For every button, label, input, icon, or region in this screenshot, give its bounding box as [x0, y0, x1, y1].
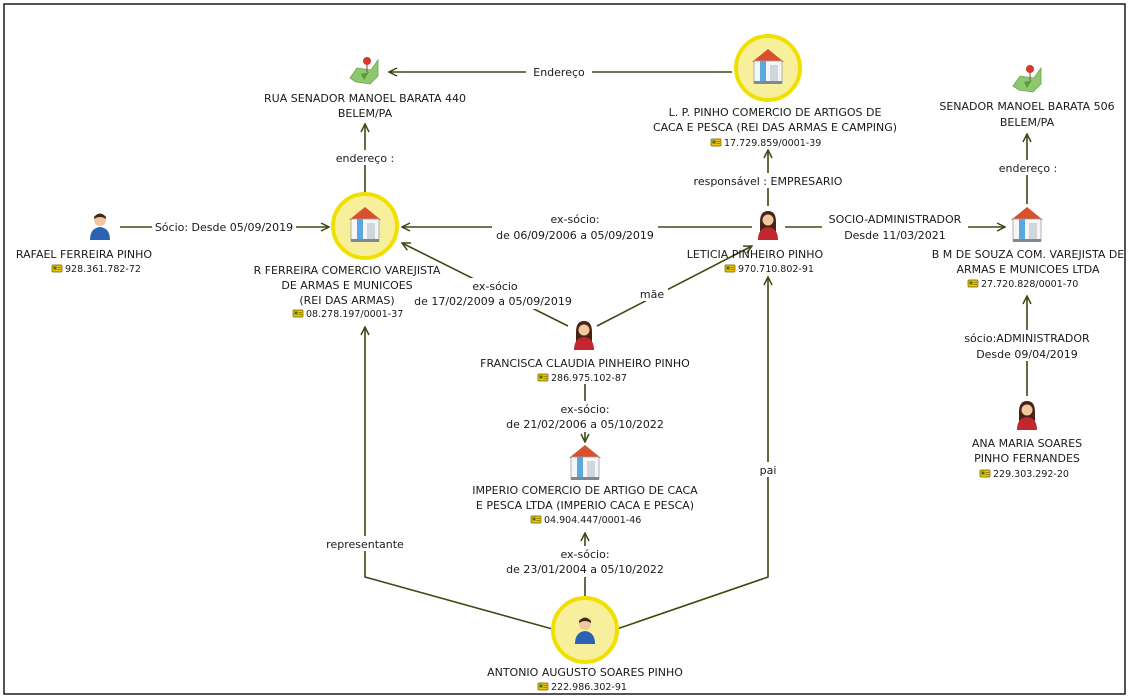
woman-icon — [574, 321, 594, 350]
node-label: BELEM/PA — [338, 107, 393, 120]
edge-label-antonio-imperio-2: de 23/01/2004 a 05/10/2022 — [506, 563, 664, 576]
id-card-icon — [967, 279, 979, 288]
woman-icon — [758, 211, 778, 240]
node-label: FRANCISCA CLAUDIA PINHEIRO PINHO — [480, 357, 690, 370]
node-label: RUA SENADOR MANOEL BARATA 440 — [264, 92, 466, 105]
node-label: BELEM/PA — [1000, 116, 1055, 129]
edge-label-socio-admin-1: SOCIO-ADMINISTRADOR — [829, 213, 962, 226]
node-doc: 222.986.302-91 — [551, 682, 627, 693]
building-icon — [568, 444, 602, 481]
node-label: L. P. PINHO COMERCIO DE ARTIGOS DE — [669, 106, 882, 119]
edge-label-endereco-top: Endereço — [533, 66, 585, 79]
edge-label-ana-socio-1: sócio:ADMINISTRADOR — [964, 332, 1090, 345]
diagram-border — [3, 3, 1126, 695]
woman-icon — [1017, 401, 1037, 430]
node-label: IMPERIO COMERCIO DE ARTIGO DE CACA — [472, 484, 698, 497]
node-leticia[interactable]: LETICIA PINHEIRO PINHO 970.710.802-91 — [687, 211, 824, 275]
edge-label-leticia-ex-socio-2: de 06/09/2006 a 05/09/2019 — [496, 229, 654, 242]
building-icon — [1010, 206, 1044, 243]
node-senador-address[interactable]: SENADOR MANOEL BARATA 506 BELEM/PA — [939, 64, 1115, 129]
edge-label-pai: pai — [760, 464, 777, 477]
node-bm-souza[interactable]: B M DE SOUZA COM. VAREJISTA DE ARMAS E M… — [932, 206, 1125, 290]
node-label: R FERREIRA COMERCIO VAREJISTA — [254, 264, 441, 277]
node-doc: 04.904.447/0001-46 — [544, 515, 641, 526]
map-pin-icon — [1012, 64, 1042, 93]
id-card-icon — [51, 264, 63, 273]
node-label: ANTONIO AUGUSTO SOARES PINHO — [487, 666, 683, 679]
edge-label-representante: representante — [326, 538, 404, 551]
node-doc: 970.710.802-91 — [738, 264, 814, 275]
id-card-icon — [530, 515, 542, 524]
node-doc: 08.278.197/0001-37 — [306, 309, 403, 320]
edge-label-francisca-imperio-2: de 21/02/2006 a 05/10/2022 — [506, 418, 664, 431]
id-card-icon — [724, 264, 736, 273]
node-doc: 286.975.102-87 — [551, 373, 627, 384]
edge-label-rafael-socio: Sócio: Desde 05/09/2019 — [155, 221, 293, 234]
node-label: LETICIA PINHEIRO PINHO — [687, 248, 824, 261]
node-label: RAFAEL FERREIRA PINHO — [16, 248, 152, 261]
node-label: PINHO FERNANDES — [974, 452, 1080, 465]
man-icon — [90, 213, 110, 240]
node-label: SENADOR MANOEL BARATA 506 — [939, 100, 1114, 113]
node-rafael[interactable]: RAFAEL FERREIRA PINHO 928.361.782-72 — [16, 213, 152, 276]
id-card-icon — [537, 373, 549, 382]
node-ana-maria[interactable]: ANA MARIA SOARES PINHO FERNANDES 229.303… — [972, 401, 1082, 480]
node-label: E PESCA LTDA (IMPERIO CACA E PESCA) — [476, 499, 694, 512]
node-r-ferreira[interactable]: R FERREIRA COMERCIO VAREJISTA DE ARMAS E… — [254, 192, 441, 320]
node-francisca[interactable]: FRANCISCA CLAUDIA PINHEIRO PINHO 286.975… — [480, 321, 690, 384]
node-label: ANA MARIA SOARES — [972, 437, 1082, 450]
node-label: DE ARMAS E MUNICOES — [281, 279, 412, 292]
edge-label-responsavel: responsável : EMPRESARIO — [694, 175, 843, 188]
edge-label-endereco-left: endereço : — [336, 152, 395, 165]
node-label: B M DE SOUZA COM. VAREJISTA DE — [932, 248, 1125, 261]
node-doc: 928.361.782-72 — [65, 264, 141, 275]
node-label: (REI DAS ARMAS) — [299, 294, 394, 307]
edge-label-mae: mãe — [640, 288, 664, 301]
edge-label-socio-admin-2: Desde 11/03/2021 — [844, 229, 946, 242]
node-doc: 27.720.828/0001-70 — [981, 279, 1078, 290]
node-antonio[interactable]: ANTONIO AUGUSTO SOARES PINHO 222.986.302… — [487, 596, 683, 693]
edge-label-leticia-ex-socio-1: ex-sócio: — [550, 213, 599, 226]
node-label: CACA E PESCA (REI DAS ARMAS E CAMPING) — [653, 121, 897, 134]
node-lp-pinho[interactable]: L. P. PINHO COMERCIO DE ARTIGOS DE CACA … — [653, 34, 897, 149]
map-pin-icon — [349, 56, 379, 85]
edge-label-antonio-imperio-1: ex-sócio: — [560, 548, 609, 561]
id-card-icon — [537, 682, 549, 691]
edge-representante — [365, 327, 556, 630]
node-imperio[interactable]: IMPERIO COMERCIO DE ARTIGO DE CACA E PES… — [472, 444, 698, 526]
edge-label-francisca-ex-socio-2: de 17/02/2009 a 05/09/2019 — [414, 295, 572, 308]
id-card-icon — [979, 469, 991, 478]
node-rua-address[interactable]: RUA SENADOR MANOEL BARATA 440 BELEM/PA — [264, 56, 466, 120]
edge-labels: Endereço endereço : endereço : responsáv… — [152, 64, 1098, 577]
node-doc: 229.303.292-20 — [993, 469, 1069, 480]
edge-label-francisca-imperio-1: ex-sócio: — [560, 403, 609, 416]
id-card-icon — [292, 309, 304, 318]
edge-mae — [596, 246, 752, 327]
edge-label-ana-socio-2: Desde 09/04/2019 — [976, 348, 1078, 361]
edge-label-francisca-ex-socio-1: ex-sócio — [472, 280, 518, 293]
node-doc: 17.729.859/0001-39 — [724, 138, 821, 149]
id-card-icon — [710, 138, 722, 147]
node-label: ARMAS E MUNICOES LTDA — [956, 263, 1100, 276]
edge-label-endereco-right: endereço : — [999, 162, 1058, 175]
edge-pai — [613, 277, 768, 631]
